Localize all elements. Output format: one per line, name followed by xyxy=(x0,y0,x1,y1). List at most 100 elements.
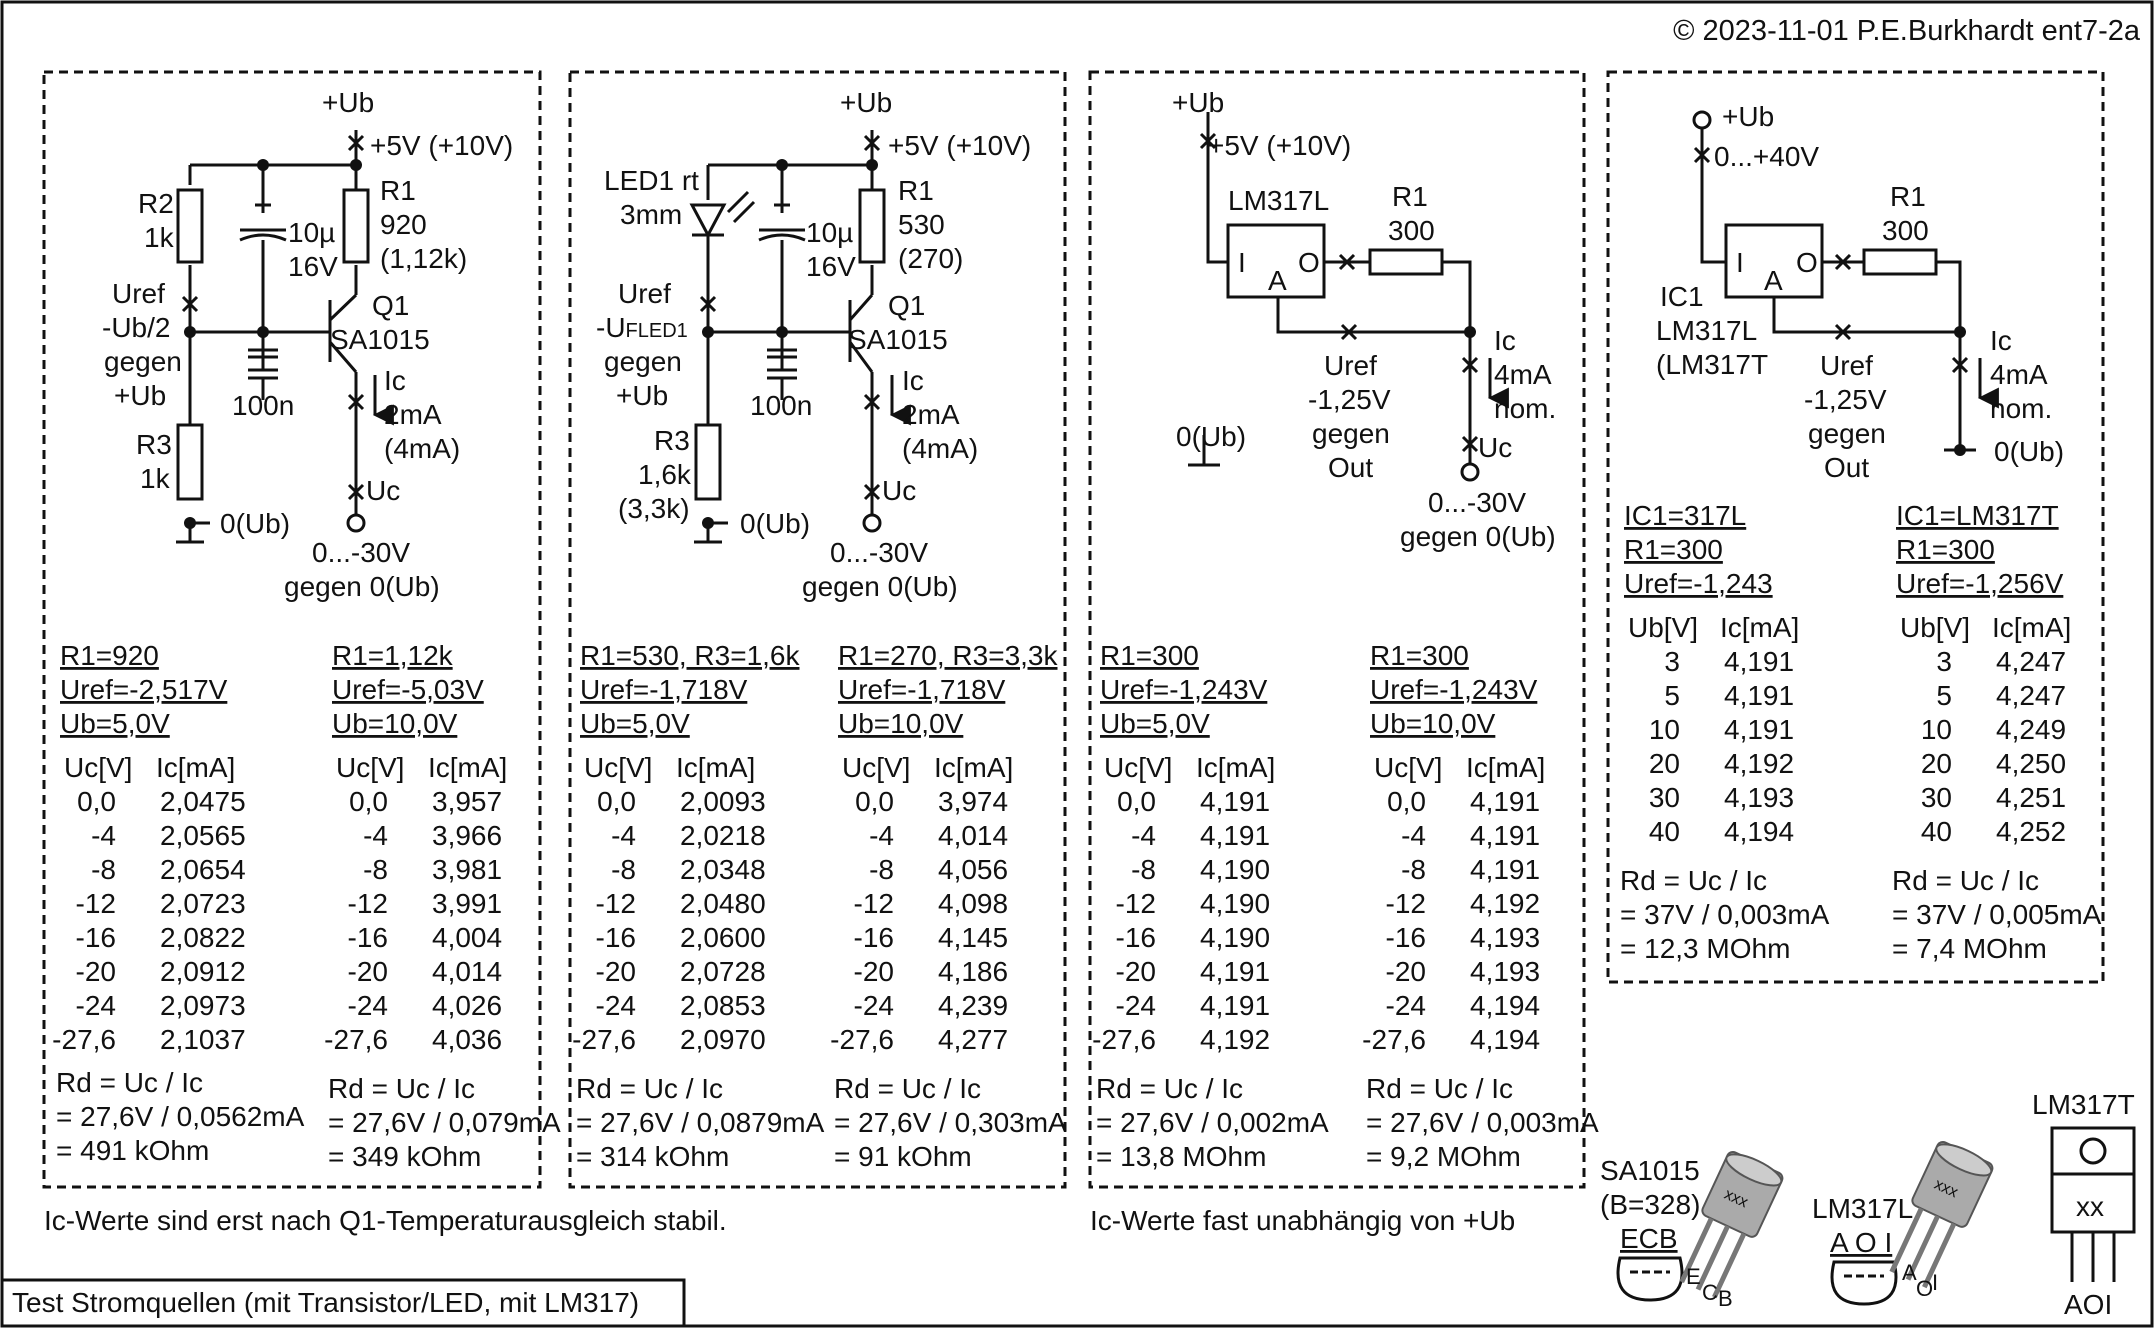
table-header-line: Ub=10,0V xyxy=(332,708,458,739)
table-cell-y: 2,0970 xyxy=(680,1024,766,1055)
table-cell-x: 0,0 xyxy=(597,786,636,817)
p2-uref-u: -U xyxy=(596,312,626,343)
table-cell-y: 4,014 xyxy=(432,956,502,987)
table-cell-x: 5 xyxy=(1664,680,1680,711)
table-rd-line: Rd = Uc / Ic xyxy=(1366,1073,1513,1104)
p2-r3-name: R3 xyxy=(654,425,690,456)
table-cell-y: 4,186 xyxy=(938,956,1008,987)
table-cell-y: 2,0853 xyxy=(680,990,766,1021)
p2-gnd: 0(Ub) xyxy=(740,508,810,539)
table-col-header: Uc[V] xyxy=(64,752,132,783)
table-header-line: IC1=317L xyxy=(1624,500,1746,531)
table-cell-y: 4,145 xyxy=(938,922,1008,953)
p4-ic-2: LM317L xyxy=(1656,315,1757,346)
table-col-header: Ic[mA] xyxy=(1992,612,2071,643)
p2-uc: Uc xyxy=(882,475,916,506)
table-cell-x: -24 xyxy=(1386,990,1426,1021)
sa1015-leg-b: B xyxy=(1718,1286,1733,1311)
table-cell-y: 4,191 xyxy=(1724,680,1794,711)
table-header-line: Uref=-1,243V xyxy=(1370,674,1538,705)
table-cell-y: 4,191 xyxy=(1724,646,1794,677)
schematic-lm317l-source xyxy=(1188,112,1509,482)
p3-uref-1: Uref xyxy=(1324,350,1377,381)
table-cell-y: 3,957 xyxy=(432,786,502,817)
table-cell-y: 4,191 xyxy=(1470,820,1540,851)
footer-title-box xyxy=(0,1278,686,1328)
p1-out-ref: gegen 0(Ub) xyxy=(284,571,440,602)
p3-pin-i: I xyxy=(1238,247,1246,278)
table-cell-y: 2,0654 xyxy=(160,854,246,885)
p1-supply: +5V (+10V) xyxy=(370,130,513,161)
table-cell-y: 2,0600 xyxy=(680,922,766,953)
table-cell-x: -24 xyxy=(1116,990,1156,1021)
table-cell-x: 40 xyxy=(1649,816,1680,847)
table-rd-line: = 12,3 MOhm xyxy=(1620,933,1790,964)
table-cell-x: -20 xyxy=(854,956,894,987)
table-cell-x: 10 xyxy=(1649,714,1680,745)
table-cell-x: -4 xyxy=(1401,820,1426,851)
table-header-line: Ub=10,0V xyxy=(838,708,964,739)
panel-frame-2 xyxy=(568,70,1067,1189)
p4-pin-a: A xyxy=(1764,265,1783,296)
table-cell-x: -12 xyxy=(76,888,116,919)
table-rd-line: = 27,6V / 0,303mA xyxy=(834,1107,1067,1138)
p4-ic-1: IC1 xyxy=(1660,281,1704,312)
p2-uref-2: -UFLED1 xyxy=(596,312,688,343)
sa1015-to92-outline xyxy=(1616,1256,1684,1302)
table-header-line: Ub=5,0V xyxy=(1100,708,1210,739)
table-cell-x: -20 xyxy=(596,956,636,987)
table-cell-x: -27,6 xyxy=(1092,1024,1156,1055)
table-cell-y: 3,991 xyxy=(432,888,502,919)
table-cell-x: 0,0 xyxy=(77,786,116,817)
table-col-header: Ic[mA] xyxy=(934,752,1013,783)
p1-r2-name: R2 xyxy=(138,188,174,219)
p4-r1-value: 300 xyxy=(1882,215,1929,246)
p2-uref-sub: FLED1 xyxy=(626,320,688,342)
table-rd-line: = 27,6V / 0,003mA xyxy=(1366,1107,1599,1138)
table-header-line: R1=300 xyxy=(1624,534,1723,565)
copyright-text: © 2023-11-01 P.E.Burkhardt ent7-2a xyxy=(1673,15,2141,47)
p2-r3-alt: (3,3k) xyxy=(618,493,690,524)
table-cell-y: 4,249 xyxy=(1996,714,2066,745)
table-rd-line: Rd = Uc / Ic xyxy=(576,1073,723,1104)
table-col-header: Uc[V] xyxy=(336,752,404,783)
table-cell-x: -8 xyxy=(1131,854,1156,885)
table-cell-y: 4,194 xyxy=(1470,1024,1540,1055)
table-header-line: R1=300 xyxy=(1370,640,1469,671)
table-cell-x: -27,6 xyxy=(830,1024,894,1055)
table-header-line: Ub=10,0V xyxy=(1370,708,1496,739)
p2-r1-value: 530 xyxy=(898,209,945,240)
table-cell-y: 4,036 xyxy=(432,1024,502,1055)
table-header-line: Uref=-2,517V xyxy=(60,674,228,705)
table-col-header: Uc[V] xyxy=(1374,752,1442,783)
table-header-line: Uref=-1,256V xyxy=(1896,568,2064,599)
table-cell-x: 0,0 xyxy=(1387,786,1426,817)
table-cell-x: -20 xyxy=(1386,956,1426,987)
p1-cap100: 100n xyxy=(232,390,294,421)
table-cell-x: -12 xyxy=(1386,888,1426,919)
table-cell-x: -24 xyxy=(76,990,116,1021)
table-cell-y: 2,1037 xyxy=(160,1024,246,1055)
p1-uref-3: gegen xyxy=(104,346,182,377)
table-cell-y: 2,0475 xyxy=(160,786,246,817)
table-header-line: R1=920 xyxy=(60,640,159,671)
table-col-header: Ub[V] xyxy=(1900,612,1970,643)
table-cell-x: -16 xyxy=(596,922,636,953)
table-col-header: Ic[mA] xyxy=(676,752,755,783)
p2-led-name: LED1 rt xyxy=(604,165,699,196)
table-rd-line: = 91 kOhm xyxy=(834,1141,972,1172)
table-col-header: Uc[V] xyxy=(842,752,910,783)
table-cell-x: -16 xyxy=(76,922,116,953)
table-cell-x: -27,6 xyxy=(572,1024,636,1055)
p3-pin-a: A xyxy=(1268,265,1287,296)
p4-pin-o: O xyxy=(1796,247,1818,278)
table-cell-x: -4 xyxy=(91,820,116,851)
table-cell-x: -16 xyxy=(348,922,388,953)
p4-gnd: 0(Ub) xyxy=(1994,436,2064,467)
p2-led-size: 3mm xyxy=(620,199,682,230)
p1-cap10-voltage: 16V xyxy=(288,251,338,282)
lm317l-leg-a: A xyxy=(1902,1260,1917,1285)
sa1015-beta: (B=328) xyxy=(1600,1189,1700,1220)
p3-ub: +Ub xyxy=(1172,87,1224,118)
